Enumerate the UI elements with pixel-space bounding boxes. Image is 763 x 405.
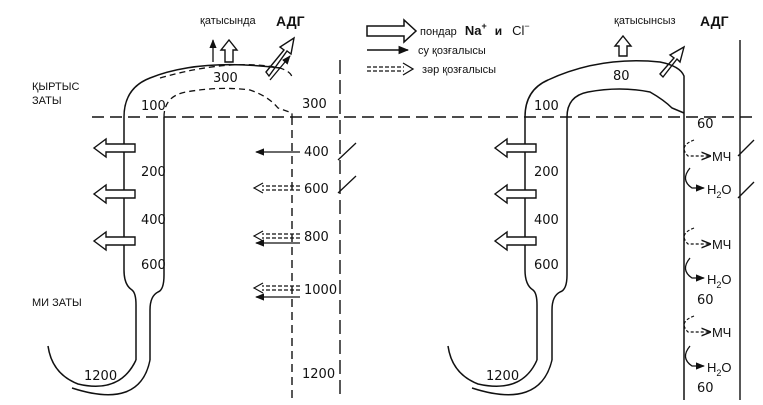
right-upward-arrow-icon bbox=[613, 34, 633, 57]
right-loop-bottom-value: 1200 bbox=[486, 369, 519, 384]
right-urea-curve-icon-1 bbox=[683, 139, 710, 156]
left-loop-value-3: 600 bbox=[141, 258, 166, 273]
right-loop-bottom-inner bbox=[471, 359, 553, 396]
left-loop-bottom-inner bbox=[71, 359, 151, 396]
right-duct-value-1: 60 bbox=[697, 117, 714, 132]
title-right-hormone: АДГ bbox=[700, 13, 729, 29]
left-duct-value-6: 1200 bbox=[302, 367, 335, 382]
right-water-curve-icon-2 bbox=[684, 257, 705, 282]
left-duct-value-5: 1000 bbox=[304, 283, 337, 298]
right-loop-value-1: 200 bbox=[534, 165, 559, 180]
left-urea-arrow-icon-1 bbox=[252, 182, 300, 194]
right-loop-outer bbox=[524, 60, 685, 118]
title-right: қатысынсыз АДГ bbox=[614, 13, 729, 29]
left-panel: 300 100 200 400 600 1200 300 400 600 800… bbox=[47, 36, 357, 400]
right-loop-value-3: 600 bbox=[534, 258, 559, 273]
left-duct-value-3: 600 bbox=[304, 182, 329, 197]
left-loop-bottom-value: 1200 bbox=[84, 369, 117, 384]
legend-urea: зәр қозғалысы bbox=[422, 64, 496, 76]
zone-cortex-line1: ҚЫРТЫС bbox=[32, 81, 79, 93]
right-ion-arrow-icon-3 bbox=[493, 230, 537, 252]
left-duct-value-1: 300 bbox=[302, 97, 327, 112]
right-mch-label-1: МЧ bbox=[712, 149, 731, 164]
right-water-label-3: H2O bbox=[707, 360, 732, 378]
left-urea-arrow-icon-3 bbox=[252, 282, 300, 294]
left-loop-value-2: 400 bbox=[141, 213, 166, 228]
legend-urea-arrow-icon bbox=[367, 62, 415, 76]
left-loop-top-dashed bbox=[159, 64, 293, 79]
right-loop-bottom-outer bbox=[447, 345, 538, 388]
left-ion-arrow-icon-2 bbox=[92, 183, 136, 205]
right-ion-arrow-icon-2 bbox=[493, 183, 537, 205]
title-left-phrase: қатысында bbox=[200, 15, 257, 27]
left-loop-inner-bend bbox=[149, 274, 165, 360]
left-break-mark bbox=[337, 142, 357, 161]
legend-ions: пондар Na+ и Cl− bbox=[420, 16, 530, 39]
left-duct-value-4: 800 bbox=[304, 230, 329, 245]
right-loop-corner-value: 100 bbox=[534, 99, 559, 114]
legend-water: су қозғалысы bbox=[418, 45, 486, 57]
right-break-mark-2 bbox=[737, 181, 755, 199]
left-loop-corner-value: 100 bbox=[141, 99, 166, 114]
right-water-label-2: H2O bbox=[707, 272, 732, 290]
title-left: қатысында АДГ bbox=[200, 13, 305, 29]
right-duct-value-2: 60 bbox=[697, 293, 714, 308]
left-upward-arrow-icon bbox=[219, 38, 239, 63]
title-right-phrase: қатысынсыз bbox=[614, 15, 676, 27]
left-loop-inner bbox=[163, 87, 293, 118]
left-ion-arrow-icon-3 bbox=[92, 230, 136, 252]
left-break-mark-2 bbox=[337, 175, 357, 194]
right-loop-inner-bend bbox=[551, 274, 568, 360]
zone-medulla: МИ ЗАТЫ bbox=[32, 297, 82, 309]
right-mch-label-2: МЧ bbox=[712, 237, 731, 252]
legend-ion-arrow-icon bbox=[366, 18, 418, 44]
right-urea-curve-icon-3 bbox=[683, 315, 710, 332]
left-loop-bottom-outer bbox=[47, 345, 137, 388]
left-urea-arrow-icon-2 bbox=[252, 230, 300, 242]
legend: пондар Na+ и Cl− су қозғалысы зәр қозғал… bbox=[366, 16, 530, 76]
right-diagonal-arrow-icon bbox=[659, 45, 686, 79]
right-loop-value-2: 400 bbox=[534, 213, 559, 228]
right-water-curve-icon-3 bbox=[684, 345, 705, 370]
right-mch-label-3: МЧ bbox=[712, 325, 731, 340]
right-loop-inner bbox=[566, 88, 685, 118]
right-break-mark-1 bbox=[737, 139, 755, 157]
left-loop-top-value: 300 bbox=[213, 71, 238, 86]
left-duct-value-2: 400 bbox=[304, 145, 329, 160]
right-water-curve-icon-1 bbox=[684, 167, 705, 192]
right-urea-curve-icon-2 bbox=[683, 227, 710, 244]
right-ion-arrow-icon-1 bbox=[493, 137, 537, 159]
right-loop-descending-bend bbox=[524, 269, 538, 360]
title-left-hormone: АДГ bbox=[276, 13, 305, 29]
left-ion-arrow-icon-1 bbox=[92, 137, 136, 159]
right-water-label-1: H2O bbox=[707, 182, 732, 200]
left-loop-value-1: 200 bbox=[141, 165, 166, 180]
right-loop-top-value: 80 bbox=[613, 69, 630, 84]
zone-cortex-line2: ЗАТЫ bbox=[32, 95, 62, 107]
right-duct-value-3: 60 bbox=[697, 381, 714, 396]
right-panel: МЧ МЧ МЧ H2O H2O H2O 80 100 200 400 600 … bbox=[447, 34, 755, 400]
